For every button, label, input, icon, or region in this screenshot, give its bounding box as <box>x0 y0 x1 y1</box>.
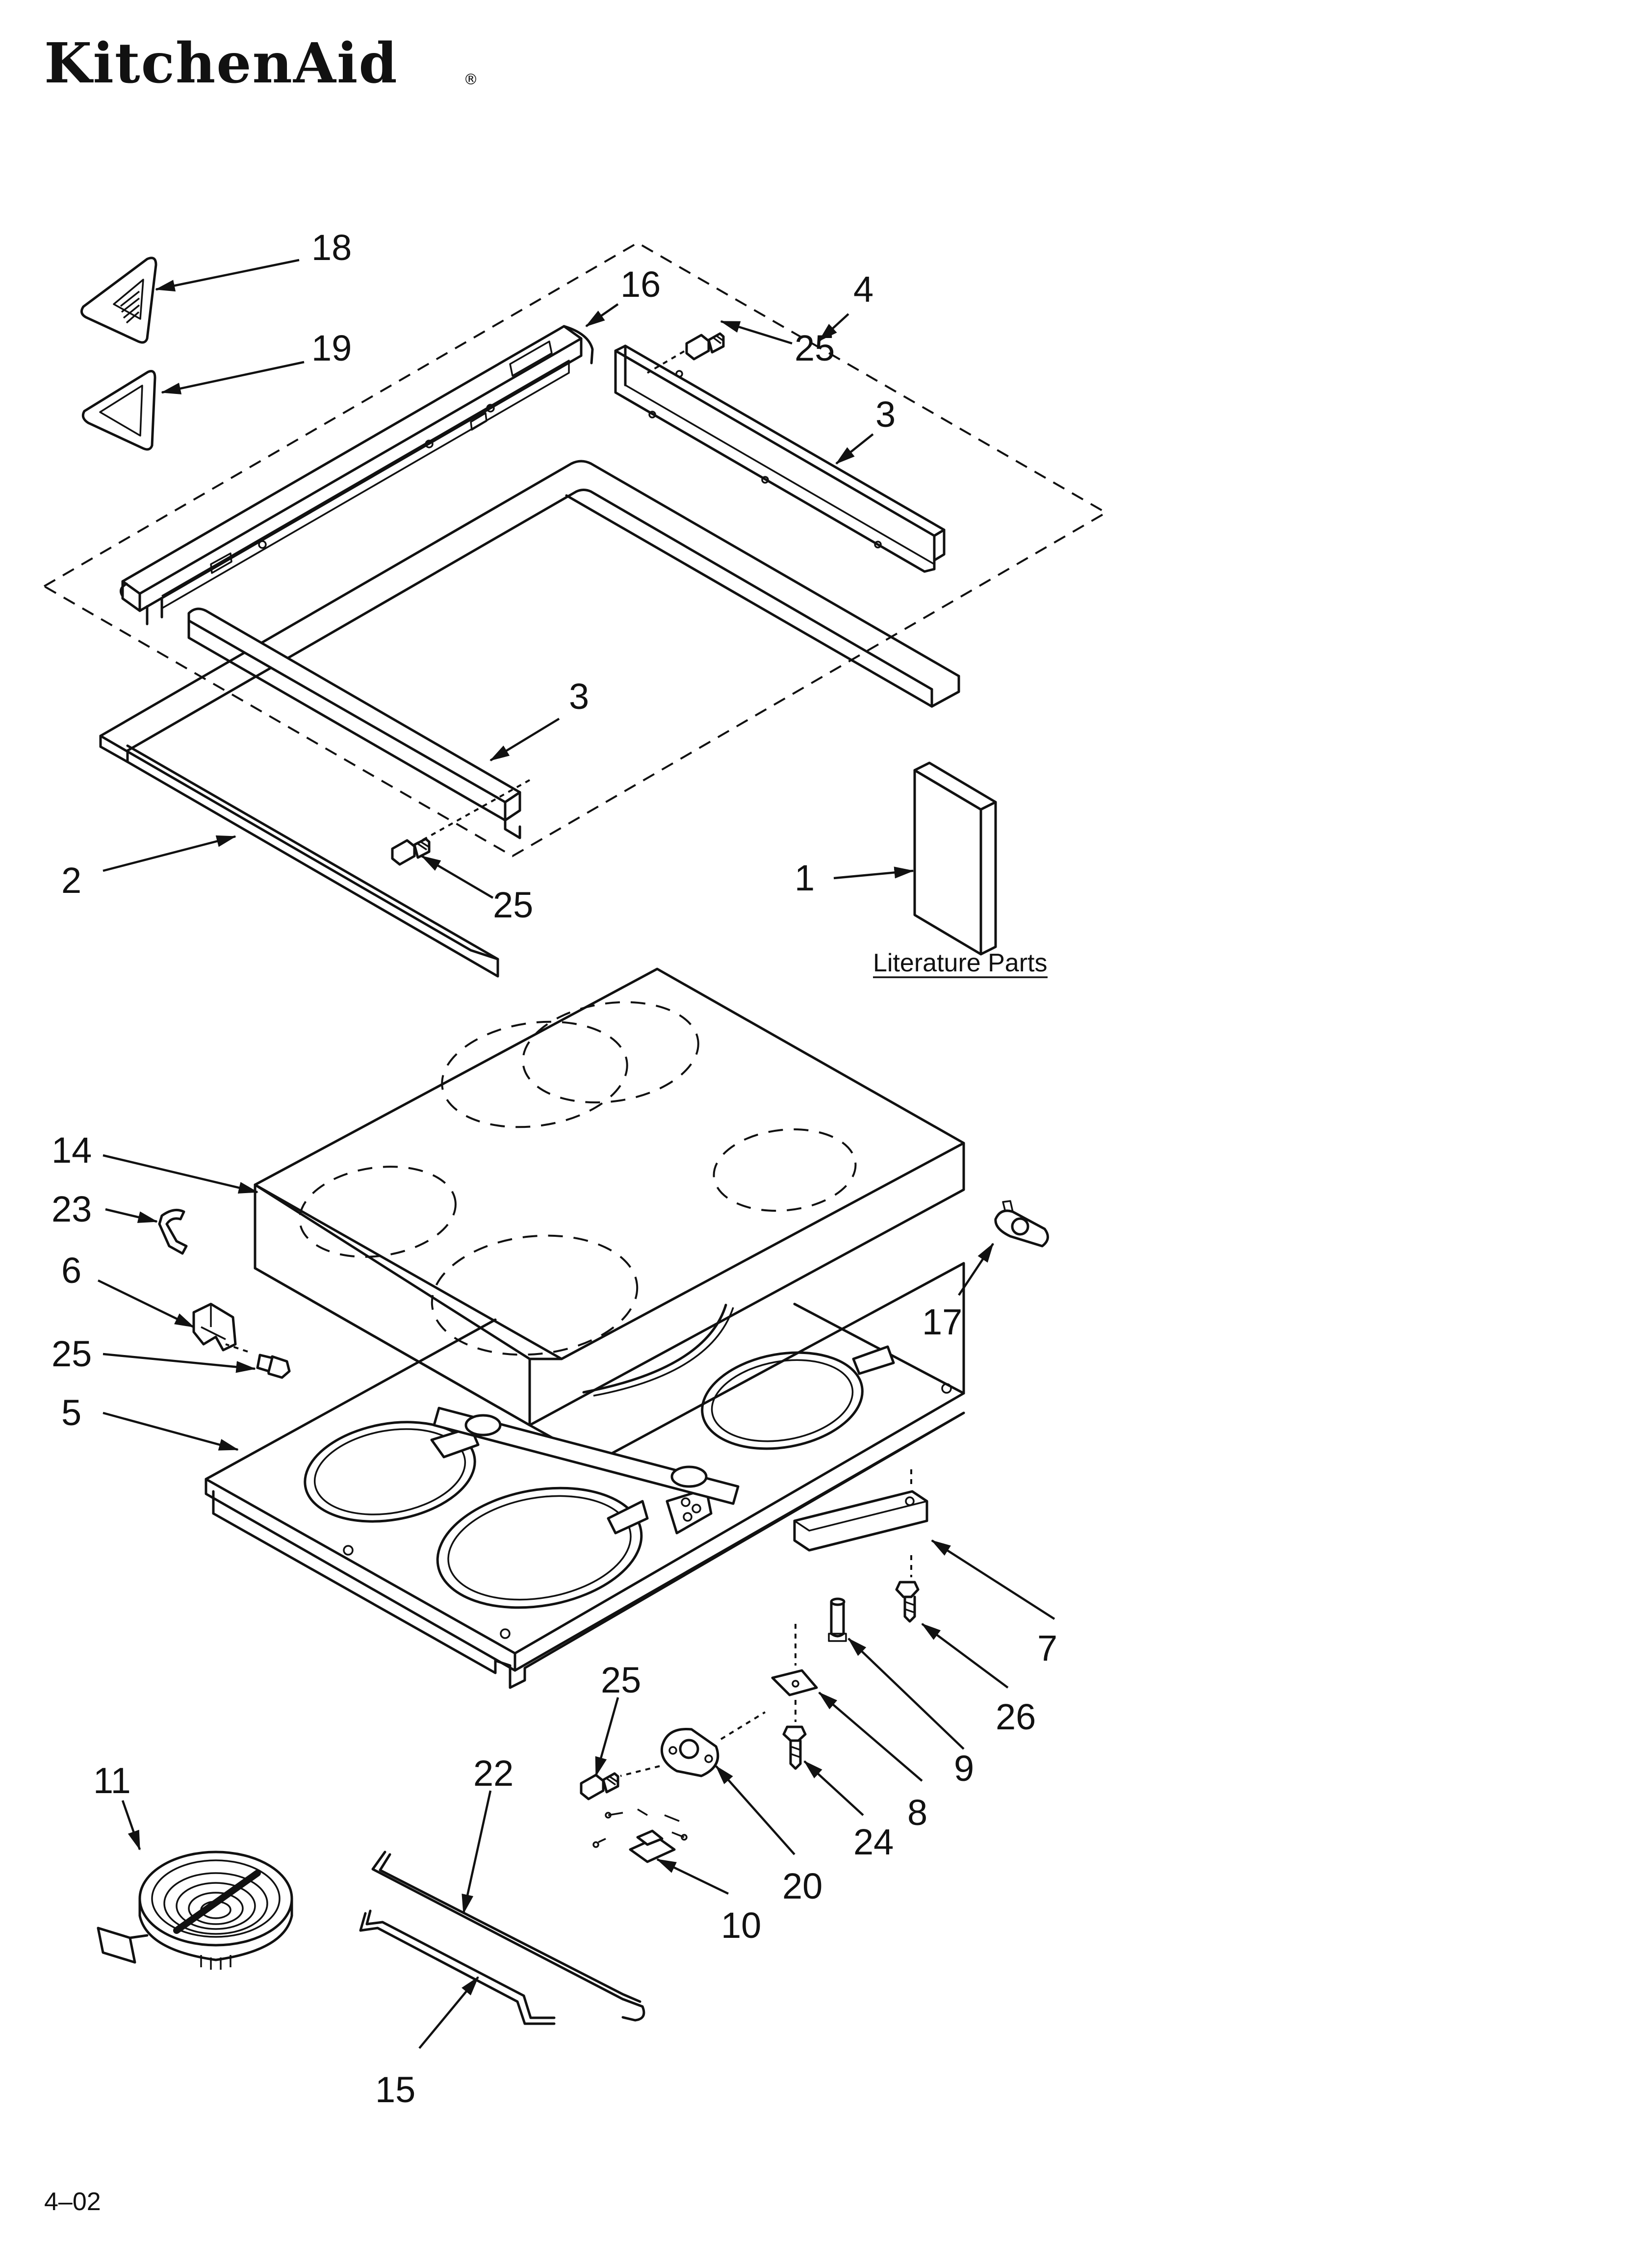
callout-22: 22 <box>473 1753 513 1794</box>
sensor-bar <box>433 1407 740 1505</box>
part-25-screw-left <box>225 1343 291 1379</box>
part-1-literature <box>913 761 997 956</box>
part-16-rear-trim <box>119 325 594 626</box>
callout-8: 8 <box>907 1792 927 1833</box>
callout-24: 24 <box>853 1822 894 1862</box>
part-2-frame <box>99 460 960 978</box>
callout-3-front: 3 <box>569 676 589 717</box>
part-10-switch <box>592 1808 688 1863</box>
callout-10: 10 <box>721 1905 761 1946</box>
part-18-end-cap <box>80 257 157 344</box>
part-3-side-rail-right <box>614 344 946 573</box>
callout-25-front: 25 <box>493 885 533 925</box>
callout-15: 15 <box>375 2069 415 2110</box>
literature-parts-label: Literature Parts <box>873 949 1048 977</box>
part-25-screw-lower <box>580 1772 619 1800</box>
part-25-screw-front <box>391 837 431 866</box>
callout-14: 14 <box>51 1130 92 1171</box>
brand-logo: KitchenAid ® <box>44 31 478 96</box>
part-6-bracket <box>192 1303 237 1352</box>
callout-25-left: 25 <box>51 1333 92 1374</box>
part-9-pin <box>828 1597 847 1642</box>
callout-2: 2 <box>61 860 81 901</box>
callout-18: 18 <box>311 227 352 268</box>
callout-labels: 18 19 16 4 25 3 3 2 25 1 14 23 6 25 5 17… <box>51 227 1057 2110</box>
part-20-bracket <box>620 1711 766 1777</box>
callout-26: 26 <box>996 1696 1036 1737</box>
callout-11: 11 <box>93 1760 131 1801</box>
part-19-gasket <box>81 370 156 451</box>
part-11-radiant-element <box>97 1851 293 1970</box>
callout-6: 6 <box>61 1250 81 1291</box>
part-26-screw <box>895 1581 920 1623</box>
callout-25-upper: 25 <box>795 328 835 368</box>
callout-1: 1 <box>795 858 815 898</box>
callout-7: 7 <box>1037 1628 1057 1668</box>
part-14-glass-top <box>254 967 965 1427</box>
part-3-front-rail <box>187 607 530 850</box>
part-17-element <box>994 1200 1049 1248</box>
assembly-dashed-outline <box>42 241 1108 858</box>
callout-arrows <box>98 259 1055 2049</box>
callout-23: 23 <box>51 1189 92 1229</box>
callout-20: 20 <box>782 1866 822 1906</box>
callout-16: 16 <box>620 264 661 305</box>
part-22-rod <box>371 1851 645 2022</box>
brand-registered-mark: ® <box>463 71 478 88</box>
callout-3-upper: 3 <box>875 394 896 435</box>
callout-9: 9 <box>954 1748 974 1789</box>
part-5-burner-box <box>205 1262 965 1689</box>
part-25-screw-upper <box>646 332 725 374</box>
part-24-screw <box>782 1725 807 1770</box>
callout-5: 5 <box>61 1392 81 1433</box>
part-23-clip <box>158 1208 188 1255</box>
callout-17: 17 <box>922 1302 962 1342</box>
callout-25-lower: 25 <box>601 1660 641 1700</box>
brand-name: KitchenAid <box>44 31 398 96</box>
footer-page-code: 4–02 <box>44 2188 101 2216</box>
part-7-bracket <box>793 1469 928 1577</box>
callout-4: 4 <box>853 269 873 310</box>
part-15-rod <box>359 1909 556 2025</box>
part-8-clip <box>771 1624 818 1722</box>
callout-19: 19 <box>311 328 352 368</box>
